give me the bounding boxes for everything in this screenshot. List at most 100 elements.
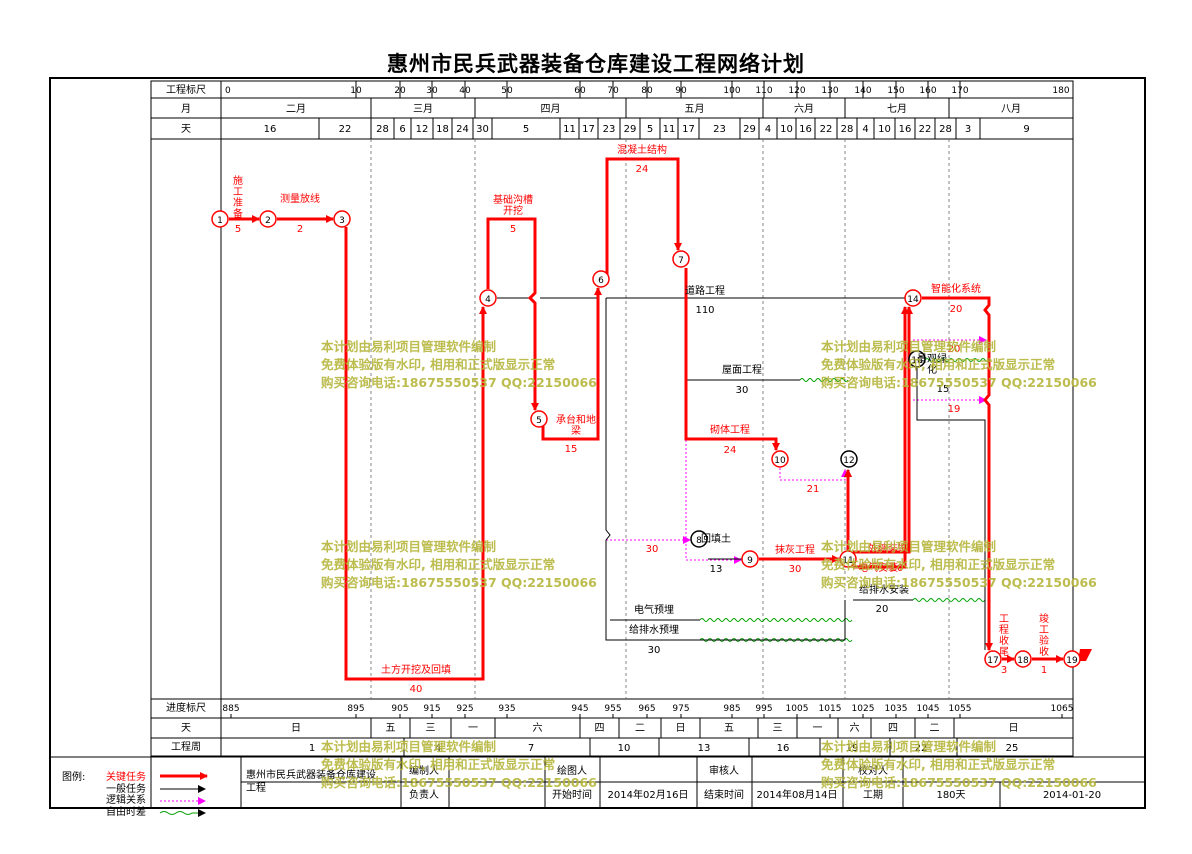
weekday-label: 二 — [635, 723, 645, 734]
week-label: 7 — [528, 743, 534, 754]
month-label: 六月 — [794, 103, 814, 115]
event-node — [904, 289, 922, 307]
end-value: 2014年08月14日 — [757, 788, 838, 801]
week-label: 22 — [915, 743, 928, 754]
watermark: 本计划由易利项目管理软件编制免费体验版有水印, 相用和正式版显示正常购买咨询电话… — [821, 739, 1097, 790]
plan-frame — [150, 80, 1074, 757]
legend-label: 图例: — [62, 770, 85, 783]
progress-tick-label: 1055 — [949, 704, 972, 714]
activity-name: 收 — [999, 634, 1009, 647]
day-label: 5 — [647, 124, 653, 135]
activity-duration: 20 — [876, 604, 889, 615]
event-node-label: 16 — [911, 356, 923, 366]
activity-duration: 3 — [1001, 665, 1007, 676]
event-node — [592, 270, 610, 288]
day-label: 28 — [841, 124, 854, 135]
activity-duration: 30 — [789, 564, 802, 575]
scale-tick-label: 0 — [225, 86, 231, 96]
day-label: 30 — [476, 124, 489, 135]
watermark: 本计划由易利项目管理软件编制免费体验版有水印, 相用和正式版显示正常购买咨询电话… — [321, 339, 597, 390]
activity-name: 收 — [1039, 645, 1049, 658]
weekday-label: 六 — [533, 722, 543, 734]
event-node — [840, 450, 858, 468]
event-node — [690, 530, 708, 548]
activity-duration: 40 — [410, 684, 423, 695]
activity-name: 砌体工程 — [710, 424, 750, 436]
month-label: 二月 — [286, 103, 306, 115]
month-label: 五月 — [685, 103, 705, 115]
activity-name: 竣 — [1039, 612, 1049, 625]
week-label: 25 — [1006, 743, 1019, 754]
free-float-line — [799, 378, 849, 382]
day-label: 17 — [582, 124, 595, 135]
day-label: 10 — [878, 124, 891, 135]
activity-duration: 30 — [648, 645, 661, 656]
weekday-label: 四 — [888, 723, 898, 734]
scale-tick-label: 30 — [426, 86, 438, 96]
legend-logic-label: 逻辑关系 — [106, 793, 146, 806]
progress-tick-label: 1045 — [917, 704, 940, 714]
activity-name: 梁 — [571, 424, 581, 437]
activity-duration: 13 — [710, 564, 723, 575]
event-node-label: 18 — [1017, 656, 1029, 666]
weekday-label: 三 — [426, 723, 436, 734]
day-label: 3 — [965, 124, 971, 135]
progress-tick-label: 895 — [347, 704, 364, 714]
event-node-label: 14 — [907, 295, 919, 305]
activity-name: 程 — [999, 624, 1009, 636]
end-label: 结束时间 — [704, 788, 744, 801]
day-label: 28 — [939, 124, 952, 135]
event-node-label: 1 — [217, 216, 223, 226]
duration-label: 工期 — [863, 789, 883, 801]
activity-name: 混凝土结构 — [617, 143, 667, 156]
activity-duration: 24 — [636, 164, 649, 175]
event-node-label: 11 — [842, 556, 853, 566]
day-label: 29 — [743, 124, 756, 135]
activity-name: 屋面工程 — [722, 364, 762, 376]
footer-day-label: 天 — [181, 723, 191, 734]
day-label: 11 — [663, 124, 676, 135]
scale-tick-label: 110 — [755, 86, 772, 96]
watermark: 本计划由易利项目管理软件编制免费体验版有水印, 相用和正式版显示正常购买咨询电话… — [821, 539, 1097, 590]
event-node-label: 8 — [696, 536, 702, 546]
float-label: 19 — [948, 404, 961, 415]
progress-tick-label: 885 — [222, 704, 239, 714]
activity-duration: 30 — [736, 385, 749, 396]
page-title: 惠州市民兵武器装备仓库建设工程网络计划 — [387, 51, 805, 76]
reviewer-label: 审核人 — [709, 764, 739, 777]
event-node — [211, 210, 229, 228]
event-node-label: 4 — [485, 295, 491, 305]
weekday-label: 日 — [291, 723, 301, 734]
day-label: 12 — [416, 124, 429, 135]
progress-tick-label: 1015 — [819, 704, 842, 714]
week-row-label: 工程周 — [171, 741, 201, 753]
scale-tick-label: 20 — [394, 86, 406, 96]
week-label: 13 — [698, 743, 711, 754]
week-label: 10 — [618, 743, 631, 754]
duration-value: 180天 — [936, 790, 965, 801]
watermark: 本计划由易利项目管理软件编制免费体验版有水印, 相用和正式版显示正常购买咨询电话… — [321, 739, 597, 790]
activity-name: 道路工程 — [685, 284, 725, 297]
activity-name: 智能化系统 — [931, 282, 981, 295]
activity-name: 工 — [1039, 625, 1049, 636]
activity-name: 准 — [233, 197, 243, 209]
activity-name: 基础沟槽 — [493, 193, 533, 206]
scale-tick-label: 120 — [788, 86, 805, 96]
critical-arrow — [853, 306, 913, 554]
day-label: 4 — [765, 124, 771, 135]
event-node-label: 10 — [774, 456, 786, 466]
event-node — [984, 650, 1002, 668]
free-float-line — [912, 598, 986, 602]
day-row-label: 天 — [181, 124, 191, 135]
event-node — [479, 289, 497, 307]
day-label: 16 — [264, 124, 277, 135]
activity-duration: 5 — [510, 224, 516, 235]
legend-critical-label: 关键任务 — [106, 770, 146, 783]
weekday-label: 日 — [1009, 723, 1019, 734]
activity-name: 外墙装饰 — [868, 542, 908, 555]
scale-tick-label: 80 — [641, 86, 653, 96]
scale-tick-label: 140 — [854, 86, 871, 96]
day-label: 6 — [399, 124, 405, 135]
float-label: 20 — [948, 344, 961, 355]
logic-arrow — [779, 468, 849, 481]
